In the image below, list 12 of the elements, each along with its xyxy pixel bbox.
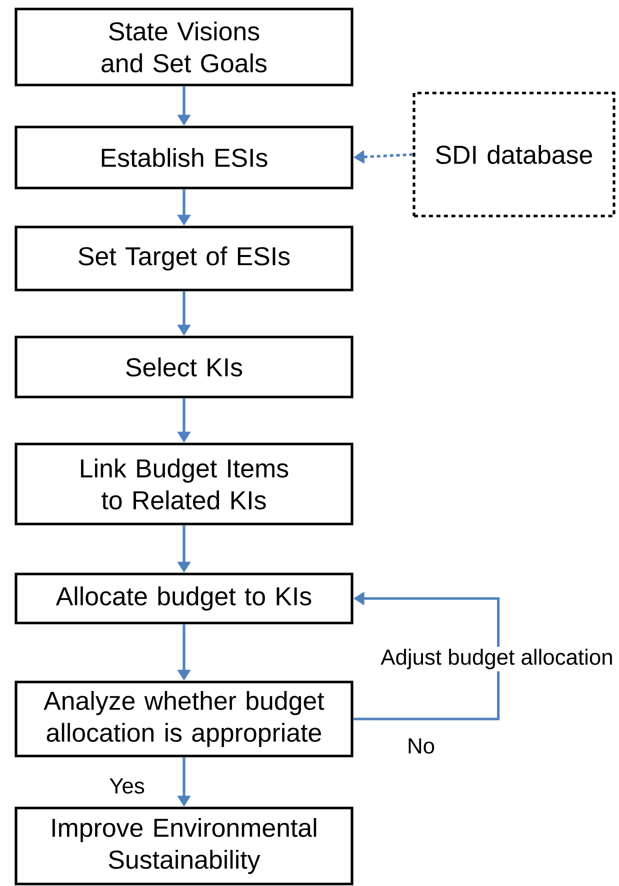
process-box: State Visions and Set Goals (14, 8, 354, 86)
process-box: Allocate budget to KIs (14, 572, 354, 624)
source-box: SDI database (412, 92, 616, 218)
process-box: Set Target of ESIs (14, 226, 354, 292)
process-box: Link Budget Items to Related KIs (14, 442, 354, 526)
branch-label: No (408, 738, 434, 754)
process-box: Establish ESIs (14, 126, 354, 190)
process-box: Analyze whether budget allocation is appropriate (14, 680, 354, 758)
edge-label: Adjust budget allocation (378, 646, 616, 672)
process-box: Improve Environmental Sustainability (14, 806, 354, 886)
edge-label: Yes (107, 776, 147, 796)
process-box: Select KIs (14, 336, 354, 398)
